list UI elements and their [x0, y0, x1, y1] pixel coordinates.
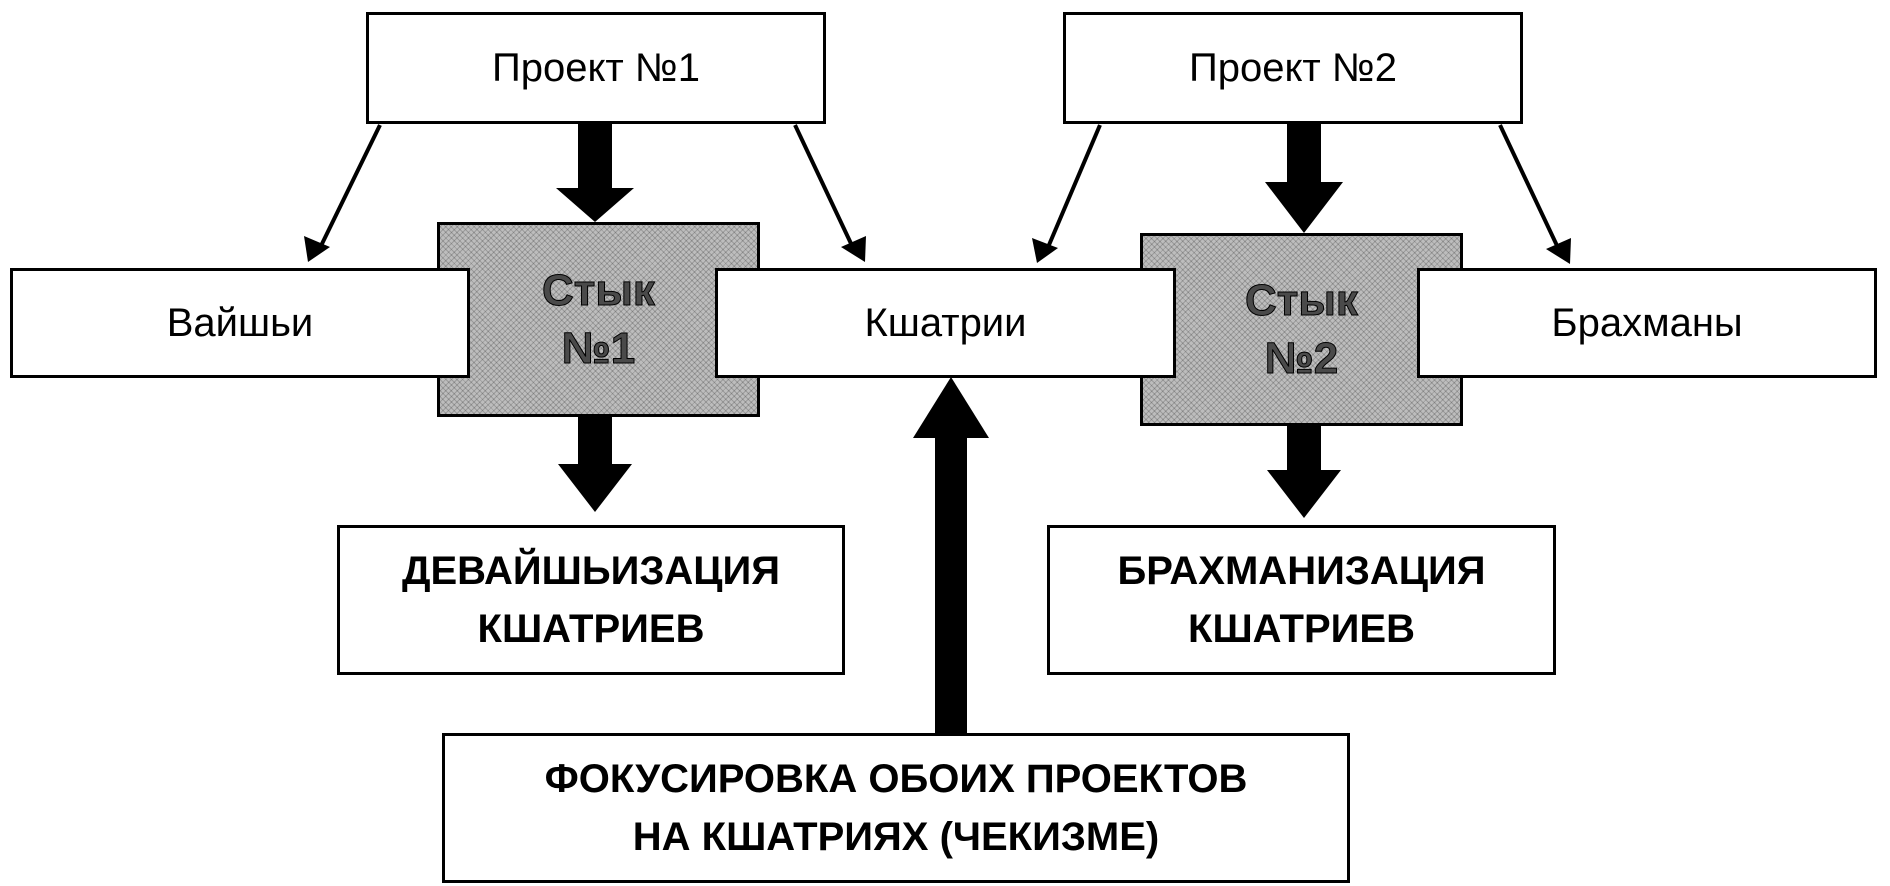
junction2-line1: Стык	[1245, 275, 1359, 325]
project2-label: Проект №2	[1188, 45, 1398, 90]
arrowhead-project2-to-kshatriya	[1032, 238, 1058, 263]
arrow-project1-to-vaishya	[316, 124, 382, 253]
brahmins-box: Брахманы	[1417, 268, 1877, 378]
thick-arrow-junction1-to-result1-head	[558, 464, 632, 512]
kshatriya-label: Кшатрии	[864, 300, 1027, 345]
junction1-box: Стык №1	[437, 222, 760, 417]
thick-arrow-project1-to-junction1-shaft	[578, 122, 612, 190]
result1-line1: ДЕВАЙШЬИЗАЦИЯ	[401, 549, 781, 593]
arrow-project2-to-kshatriya	[1044, 124, 1102, 253]
project2-box: Проект №2	[1063, 12, 1523, 124]
junction2-line2: №2	[1264, 333, 1339, 383]
thick-arrow-focus-to-kshatriya-shaft	[935, 435, 967, 737]
project1-box: Проект №1	[366, 12, 826, 124]
result1-box: ДЕВАЙШЬИЗАЦИЯ КШАТРИЕВ	[337, 525, 845, 675]
result1-line2: КШАТРИЕВ	[477, 607, 705, 651]
junction1-line2: №1	[561, 323, 636, 373]
brahmins-label: Брахманы	[1551, 300, 1743, 345]
vaishya-box: Вайшьи	[10, 268, 470, 378]
thick-arrow-project2-to-junction2-head	[1265, 182, 1343, 233]
arrow-project1-to-kshatriya	[793, 124, 857, 253]
junction2-box: Стык №2	[1140, 233, 1463, 426]
result2-line1: БРАХМАНИЗАЦИЯ	[1117, 549, 1486, 593]
vaishya-label: Вайшьи	[166, 300, 314, 345]
thick-arrow-focus-to-kshatriya-head	[913, 377, 989, 438]
arrow-project2-to-brahmins	[1498, 124, 1562, 253]
thick-arrow-junction2-to-result2-head	[1267, 470, 1341, 518]
result2-box: БРАХМАНИЗАЦИЯ КШАТРИЕВ	[1047, 525, 1556, 675]
arrowhead-project2-to-brahmins	[1546, 238, 1571, 264]
result2-line2: КШАТРИЕВ	[1188, 607, 1415, 651]
arrowhead-project1-to-kshatriya	[841, 236, 866, 262]
project1-label: Проект №1	[491, 45, 701, 90]
focus-line2: НА КШАТРИЯХ (ЧЕКИЗМЕ)	[632, 815, 1160, 859]
thick-arrow-junction2-to-result2-shaft	[1287, 424, 1321, 472]
kshatriya-box: Кшатрии	[715, 268, 1176, 378]
arrowhead-project1-to-vaishya	[304, 236, 330, 262]
focus-line1: ФОКУСИРОВКА ОБОИХ ПРОЕКТОВ	[544, 757, 1248, 801]
thick-arrow-junction1-to-result1-shaft	[578, 415, 612, 467]
thick-arrow-project1-to-junction1-head	[556, 188, 634, 222]
focus-box: ФОКУСИРОВКА ОБОИХ ПРОЕКТОВ НА КШАТРИЯХ (…	[442, 733, 1350, 883]
junction1-line1: Стык	[542, 265, 656, 315]
thick-arrow-project2-to-junction2-shaft	[1287, 122, 1321, 184]
